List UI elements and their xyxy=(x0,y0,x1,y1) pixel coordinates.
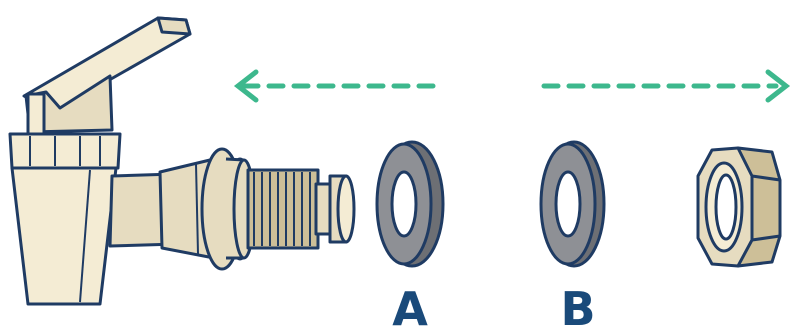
washer-b-hole xyxy=(554,170,582,238)
spigot-collar xyxy=(8,132,122,170)
hex-nut-hole xyxy=(714,173,738,241)
spigot-handle-top xyxy=(156,16,192,36)
water-spigot-icon xyxy=(8,16,356,306)
hex-nut-icon xyxy=(696,146,782,268)
washer-a-hole xyxy=(390,170,418,238)
label-washer-a: A xyxy=(392,282,428,329)
label-washer-b: B xyxy=(560,282,595,329)
spigot-threads xyxy=(246,168,320,250)
rubber-washer-icon xyxy=(539,140,606,268)
spigot-handle-clip xyxy=(26,92,46,136)
rubber-washer-icon xyxy=(375,140,445,268)
arrow-left-head xyxy=(233,69,259,103)
dashed-arrow-icon xyxy=(233,69,791,103)
spigot-spout xyxy=(10,166,118,306)
arrow-right-head xyxy=(765,69,791,103)
